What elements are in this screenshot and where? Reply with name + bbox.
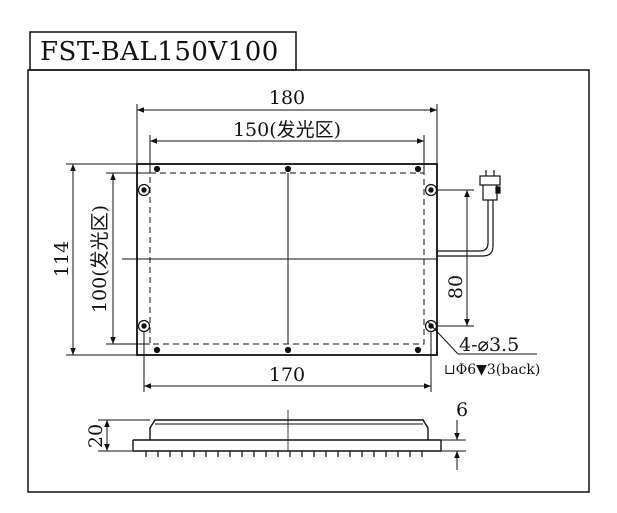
drawing-frame (27, 69, 590, 493)
screw-top-mid (284, 165, 292, 173)
dim-width-emit-label: 150(发光区) (233, 119, 341, 141)
dim-fin-label: 6 (456, 399, 468, 421)
dim-width-total-label: 180 (269, 87, 305, 109)
top-view (122, 163, 501, 356)
dim-hole-spacing-h-label: 170 (269, 364, 305, 386)
title-block: FST-BAL150V100 (29, 31, 297, 71)
dim-width-emit (149, 135, 425, 173)
dim-hole-spacing-v-label: 80 (445, 275, 467, 299)
dim-width-total (136, 104, 438, 164)
dim-hole-spacing-v (437, 189, 474, 327)
corner-hole-br (424, 319, 438, 333)
hole-callout-label: 4-⌀3.5 (459, 334, 519, 356)
heat-sink-fins (145, 451, 423, 457)
screw-top-right (414, 165, 422, 173)
corner-hole-tl (137, 183, 151, 197)
model-title: FST-BAL150V100 (40, 37, 279, 67)
screw-bottom-mid (284, 346, 292, 354)
screw-bottom-right (414, 346, 422, 354)
dim-height-emit-label: 100(发光区) (89, 205, 111, 313)
dim-height-total-label: 114 (51, 241, 73, 277)
screw-bottom-left (153, 346, 161, 354)
side-view (132, 410, 442, 452)
connector-icon (479, 170, 501, 201)
dim-height-total (66, 163, 137, 356)
dim-thickness-label: 20 (85, 424, 107, 448)
dim-fin (441, 420, 466, 470)
dim-hole-spacing-h (143, 332, 432, 392)
corner-hole-bl (137, 319, 151, 333)
hole-callout-leader (427, 321, 537, 355)
dim-thickness (98, 419, 150, 452)
counterbore-callout-label: ⊔Φ6▼3(back) (444, 362, 540, 378)
corner-hole-tr (424, 183, 438, 197)
dim-height-emit (106, 172, 150, 345)
screw-top-left (153, 165, 161, 173)
cable (437, 200, 489, 252)
